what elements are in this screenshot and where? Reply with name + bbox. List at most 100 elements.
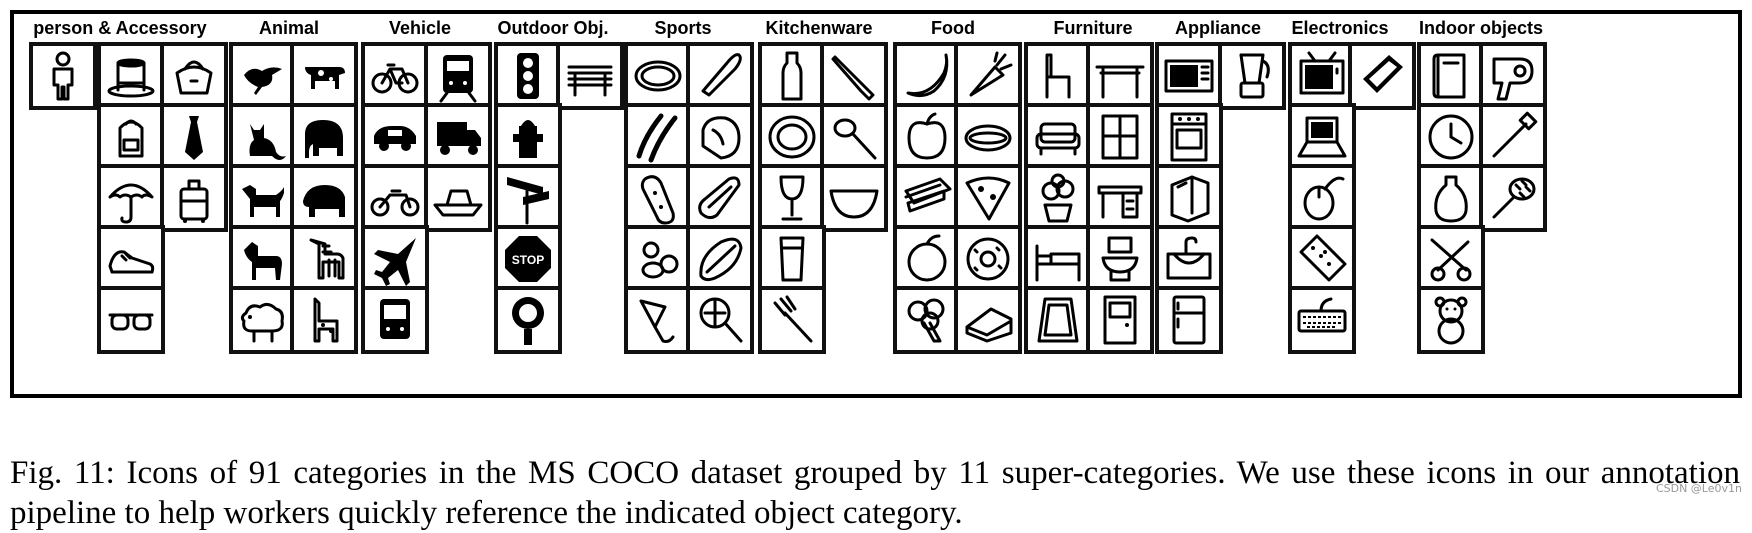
hair-drier-icon bbox=[1479, 42, 1547, 110]
suitcase-icon bbox=[160, 164, 228, 232]
motorcycle-icon bbox=[361, 164, 429, 232]
bus-icon bbox=[361, 286, 429, 354]
fork-icon bbox=[758, 286, 826, 354]
shoe-icon bbox=[97, 225, 165, 293]
dining-table-icon bbox=[1086, 42, 1154, 110]
person-icon bbox=[29, 42, 97, 110]
handbag-icon bbox=[160, 42, 228, 110]
group-title-vehicle: Vehicle bbox=[388, 18, 452, 38]
umbrella-icon bbox=[97, 164, 165, 232]
airplane-icon bbox=[361, 225, 429, 293]
desk-icon bbox=[1086, 164, 1154, 232]
cup-icon bbox=[758, 225, 826, 293]
horse-icon bbox=[229, 225, 297, 293]
group-title-furniture: Furniture bbox=[1053, 18, 1133, 38]
traffic-light-icon bbox=[494, 42, 562, 110]
truck-icon bbox=[424, 103, 492, 171]
window-icon bbox=[1086, 103, 1154, 171]
bicycle-icon bbox=[361, 42, 429, 110]
bed-icon bbox=[1024, 225, 1092, 293]
hat-icon bbox=[97, 42, 165, 110]
spoon-icon bbox=[820, 103, 888, 171]
giraffe-icon bbox=[290, 286, 358, 354]
teddy-bear-icon bbox=[1417, 286, 1485, 354]
stop-sign-icon: STOP bbox=[494, 225, 562, 293]
tennis-racket-icon bbox=[686, 286, 754, 354]
laptop-icon bbox=[1288, 103, 1356, 171]
carrot-icon bbox=[954, 42, 1022, 110]
tie-icon bbox=[160, 103, 228, 171]
cat-icon bbox=[229, 103, 297, 171]
group-title-kitchenware: Kitchenware bbox=[765, 18, 873, 38]
refrigerator-icon bbox=[1155, 286, 1223, 354]
oven-icon bbox=[1155, 103, 1223, 171]
backpack-icon bbox=[97, 103, 165, 171]
zebra-icon bbox=[290, 225, 358, 293]
group-title-sports: Sports bbox=[654, 18, 712, 38]
skateboard-icon bbox=[686, 164, 754, 232]
apple-icon bbox=[893, 103, 961, 171]
orange-icon bbox=[893, 225, 961, 293]
baseball-glove-icon bbox=[686, 103, 754, 171]
bear-icon bbox=[290, 164, 358, 232]
tv-icon bbox=[1288, 42, 1356, 110]
bowl-icon bbox=[820, 164, 888, 232]
toaster-icon bbox=[1155, 164, 1223, 232]
toilet-icon bbox=[1086, 225, 1154, 293]
banana-icon bbox=[893, 42, 961, 110]
eye-glasses-icon bbox=[97, 286, 165, 354]
remote-icon bbox=[1288, 225, 1356, 293]
group-title-animal: Animal bbox=[258, 18, 320, 38]
parking-meter-icon bbox=[494, 286, 562, 354]
couch-icon bbox=[1024, 103, 1092, 171]
group-title-food: Food bbox=[931, 18, 975, 38]
sheep-icon bbox=[229, 286, 297, 354]
hair-brush-icon bbox=[1479, 164, 1547, 232]
cell-phone-icon bbox=[1348, 42, 1416, 110]
boat-icon bbox=[424, 164, 492, 232]
group-title-person-accessory: person & Accessory bbox=[33, 18, 207, 38]
scissors-icon bbox=[1417, 225, 1485, 293]
wine-glass-icon bbox=[758, 164, 826, 232]
sandwich-icon bbox=[893, 164, 961, 232]
mirror-icon bbox=[1024, 286, 1092, 354]
bench-icon bbox=[556, 42, 624, 110]
frisbee-icon bbox=[624, 42, 692, 110]
donut-icon bbox=[954, 225, 1022, 293]
street-sign-icon bbox=[494, 164, 562, 232]
cake-icon bbox=[954, 286, 1022, 354]
chair-icon bbox=[1024, 42, 1092, 110]
sports-ball-icon bbox=[624, 225, 692, 293]
knife-icon bbox=[820, 42, 888, 110]
watermark: CSDN @Le0v1n bbox=[1655, 482, 1742, 495]
blender-icon bbox=[1218, 42, 1286, 110]
potted-plant-icon bbox=[1024, 164, 1092, 232]
group-title-outdoor: Outdoor Obj. bbox=[497, 18, 609, 38]
surfboard-icon bbox=[686, 225, 754, 293]
train-icon bbox=[424, 42, 492, 110]
sink-icon bbox=[1155, 225, 1223, 293]
hot-dog-icon bbox=[954, 103, 1022, 171]
fire-hydrant-icon bbox=[494, 103, 562, 171]
pizza-icon bbox=[954, 164, 1022, 232]
baseball-bat-icon bbox=[686, 42, 754, 110]
kite-icon bbox=[624, 286, 692, 354]
figure-caption: Fig. 11: Icons of 91 categories in the M… bbox=[10, 455, 1740, 531]
group-title-appliance: Appliance bbox=[1174, 18, 1262, 38]
toothbrush-icon bbox=[1479, 103, 1547, 171]
plate-icon bbox=[758, 103, 826, 171]
bottle-icon bbox=[758, 42, 826, 110]
elephant-icon bbox=[290, 103, 358, 171]
dog-icon bbox=[229, 164, 297, 232]
door-icon bbox=[1086, 286, 1154, 354]
car-icon bbox=[361, 103, 429, 171]
cow-icon bbox=[290, 42, 358, 110]
clock-icon bbox=[1417, 103, 1485, 171]
bird-icon bbox=[229, 42, 297, 110]
vase-icon bbox=[1417, 164, 1485, 232]
broccoli-icon bbox=[893, 286, 961, 354]
skis-icon bbox=[624, 103, 692, 171]
book-icon bbox=[1417, 42, 1485, 110]
group-title-electronics: Electronics bbox=[1291, 18, 1389, 38]
microwave-icon bbox=[1155, 42, 1223, 110]
